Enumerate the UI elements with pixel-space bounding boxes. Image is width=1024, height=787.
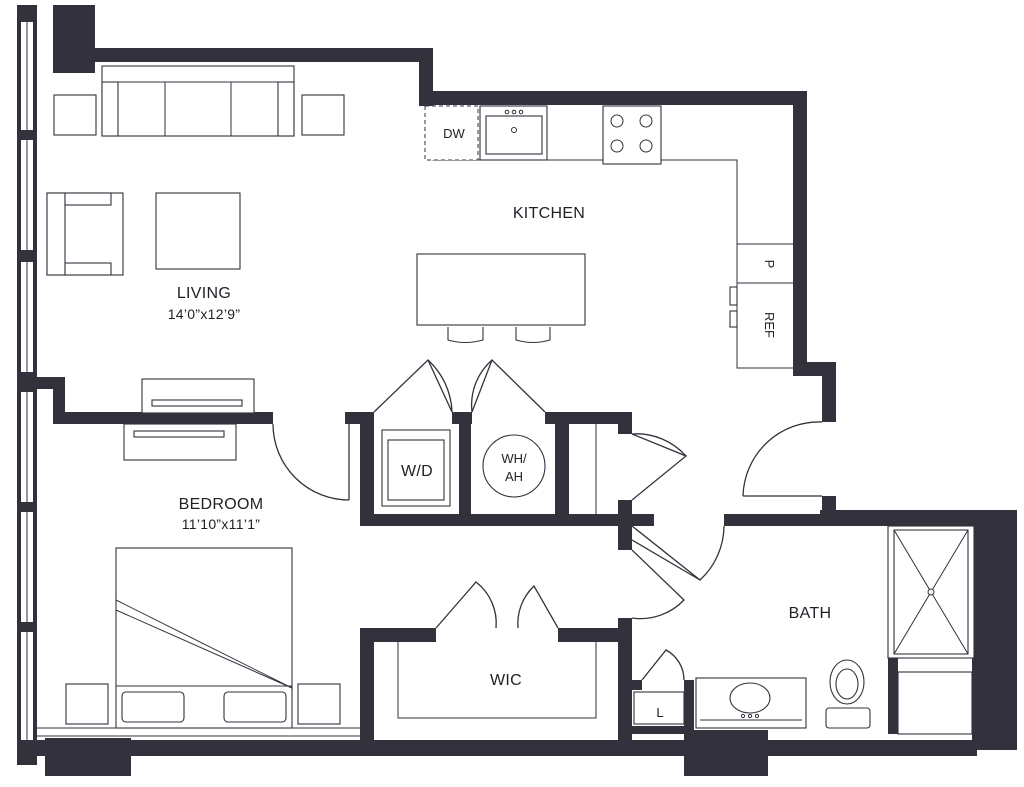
label-pantry: P: [762, 260, 777, 269]
bedroom-furniture: [37, 423, 360, 737]
wic-fixtures: [397, 642, 597, 719]
label-washer-dryer: W/D: [401, 463, 433, 480]
label-refrigerator: REF: [762, 312, 777, 338]
door-swings: [272, 358, 823, 681]
label-linen: L: [656, 705, 663, 720]
walls: [17, 5, 1017, 776]
label-water-heater-2: AH: [505, 469, 523, 484]
room-name-living: LIVING: [177, 285, 231, 302]
label-dishwasher: DW: [443, 126, 465, 141]
utility-fixtures: [381, 424, 597, 514]
labels: LIVING 14’0”x12’9” KITCHEN BEDROOM 11’10…: [168, 126, 832, 720]
room-name-kitchen: KITCHEN: [513, 205, 585, 222]
room-dims-living: 14’0”x12’9”: [168, 306, 241, 322]
room-name-bath: BATH: [789, 605, 832, 622]
label-water-heater-1: WH/: [501, 451, 527, 466]
living-furniture: [46, 65, 345, 414]
kitchen-fixtures: [416, 105, 793, 369]
room-dims-bedroom: 11’10”x11’1”: [182, 516, 261, 532]
bath-fixtures: [633, 525, 975, 735]
room-name-wic: WIC: [490, 672, 522, 689]
room-name-bedroom: BEDROOM: [179, 496, 264, 513]
